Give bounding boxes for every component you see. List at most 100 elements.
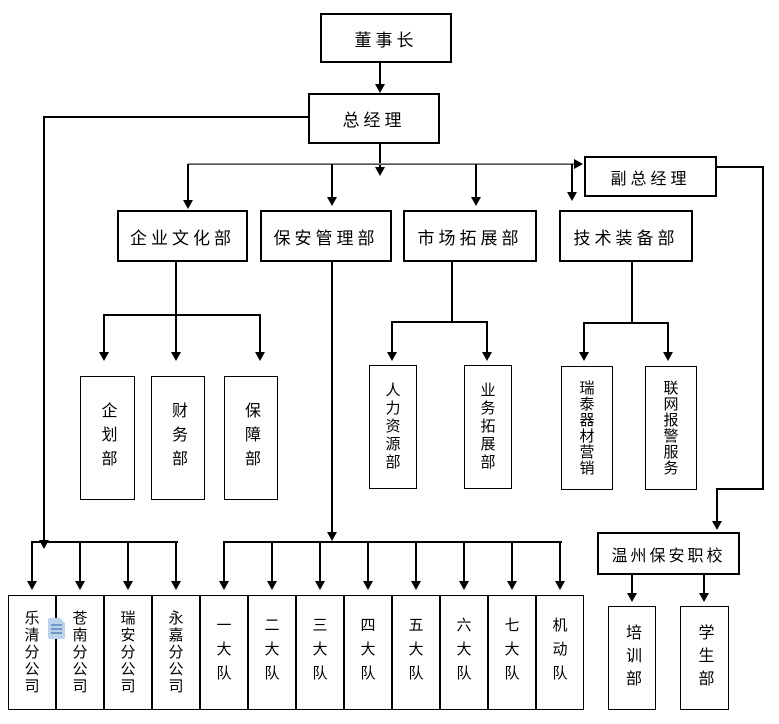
- node-student-dept: 学生部: [680, 606, 729, 710]
- connector-gm-left-down: [43, 116, 45, 540]
- arrowhead-down-icon: [411, 581, 421, 590]
- arrowhead-right-icon: [574, 159, 583, 169]
- connector-dgm-down: [762, 166, 764, 489]
- document-line: [51, 632, 62, 634]
- arrowhead-down-icon: [39, 540, 49, 549]
- node-squad-mobile: 机动队: [536, 595, 584, 710]
- connector-gm-trunk: [379, 144, 381, 167]
- document-fold-corner: [60, 618, 65, 623]
- connector-branch-drop: [31, 541, 33, 581]
- arrowhead-down-icon: [471, 197, 481, 206]
- connector-drop-tech: [571, 164, 573, 192]
- arrowhead-down-icon: [482, 352, 492, 361]
- connector-school-jog: [716, 488, 764, 490]
- arrowhead-down-icon: [699, 593, 709, 602]
- node-business-expansion-dept: 业务拓展部: [464, 365, 512, 489]
- connector-branch-bus: [32, 541, 178, 543]
- arrowhead-down-icon: [627, 593, 637, 602]
- node-branch-yongjia: 永嘉分公司: [152, 595, 200, 710]
- node-dept-security: 保安管理部: [260, 210, 392, 262]
- connector-culture-bus: [104, 314, 261, 316]
- connector-school-child-drop: [703, 575, 705, 593]
- node-branch-ruian: 瑞安分公司: [104, 595, 152, 710]
- connector-trunk: [188, 163, 574, 165]
- connector-market-bus: [391, 321, 488, 323]
- connector-security-stem: [331, 262, 333, 532]
- arrowhead-down-icon: [219, 581, 229, 590]
- connector-tech-drop: [583, 322, 585, 352]
- connector-gm-left: [44, 116, 308, 118]
- node-dept-culture: 企业文化部: [117, 210, 248, 262]
- arrowhead-down-icon: [555, 581, 565, 590]
- arrowhead-down-icon: [75, 581, 85, 590]
- node-squad-1: 一大队: [200, 595, 248, 710]
- connector-school-drop: [716, 488, 718, 521]
- document-line: [51, 624, 62, 626]
- connector-culture-stem: [175, 262, 177, 316]
- connector-culture-drop: [103, 314, 105, 352]
- node-hr-dept: 人力资源部: [369, 365, 417, 489]
- node-dept-tech: 技术装备部: [559, 210, 693, 262]
- connector-squad-drop: [559, 541, 561, 581]
- connector-squad-drop: [319, 541, 321, 581]
- arrowhead-down-icon: [327, 197, 337, 206]
- node-squad-2: 二大队: [248, 595, 296, 710]
- connector-tech-bus: [583, 322, 669, 324]
- node-squad-7: 七大队: [488, 595, 536, 710]
- node-squad-3: 三大队: [296, 595, 344, 710]
- connector-squad-drop: [415, 541, 417, 581]
- connector-squad-drop: [223, 541, 225, 581]
- document-line: [51, 628, 62, 630]
- connector-market-stem: [451, 262, 453, 323]
- node-security-school: 温州保安职校: [597, 532, 740, 575]
- arrowhead-down-icon: [663, 352, 673, 361]
- node-squad-4: 四大队: [344, 595, 392, 710]
- arrowhead-down-icon: [315, 581, 325, 590]
- arrowhead-down-icon: [327, 532, 337, 541]
- arrowhead-down-icon: [27, 581, 37, 590]
- node-deputy-general-manager: 副总经理: [584, 156, 717, 197]
- connector-drop-culture: [187, 164, 189, 200]
- connector-branch-drop: [79, 541, 81, 581]
- node-finance-dept: 财务部: [151, 376, 205, 500]
- connector-culture-drop: [259, 314, 261, 352]
- node-squad-5: 五大队: [392, 595, 440, 710]
- node-chairman: 董事长: [320, 13, 452, 63]
- connector-squad-drop: [511, 541, 513, 581]
- embedded-document-icon[interactable]: [48, 618, 65, 639]
- node-branch-leqing: 乐清分公司: [8, 595, 56, 710]
- connector-market-drop: [391, 321, 393, 352]
- arrowhead-down-icon: [255, 352, 265, 361]
- connector-culture-drop: [175, 314, 177, 352]
- arrowhead-down-icon: [123, 581, 133, 590]
- arrowhead-down-icon: [579, 352, 589, 361]
- connector-drop-security: [331, 164, 333, 197]
- node-squad-6: 六大队: [440, 595, 488, 710]
- arrowhead-down-icon: [375, 84, 385, 93]
- connector-branch-drop: [175, 541, 177, 581]
- connector-squad-drop: [367, 541, 369, 581]
- connector-tech-drop: [667, 322, 669, 352]
- connector-squad-drop: [271, 541, 273, 581]
- connector-drop-market: [475, 164, 477, 197]
- connector-chairman-gm: [379, 63, 381, 84]
- arrowhead-down-icon: [375, 167, 385, 176]
- node-support-dept: 保障部: [224, 376, 278, 500]
- node-training-dept: 培训部: [608, 606, 656, 710]
- arrowhead-down-icon: [171, 352, 181, 361]
- node-branch-cangnan: 苍南分公司: [56, 595, 104, 710]
- connector-branch-drop: [127, 541, 129, 581]
- node-general-manager: 总经理: [308, 93, 440, 144]
- arrowhead-down-icon: [99, 352, 109, 361]
- arrowhead-down-icon: [387, 352, 397, 361]
- arrowhead-down-icon: [363, 581, 373, 590]
- node-network-alarm-service: 联网报警服务: [645, 366, 697, 490]
- arrowhead-down-icon: [267, 581, 277, 590]
- arrowhead-down-icon: [507, 581, 517, 590]
- node-ruitai-equipment-sales: 瑞泰器材营销: [561, 366, 613, 490]
- node-planning-dept: 企划部: [80, 376, 135, 500]
- arrowhead-down-icon: [171, 581, 181, 590]
- connector-squad-drop: [463, 541, 465, 581]
- connector-dgm-right: [716, 166, 764, 168]
- connector-tech-stem: [631, 262, 633, 324]
